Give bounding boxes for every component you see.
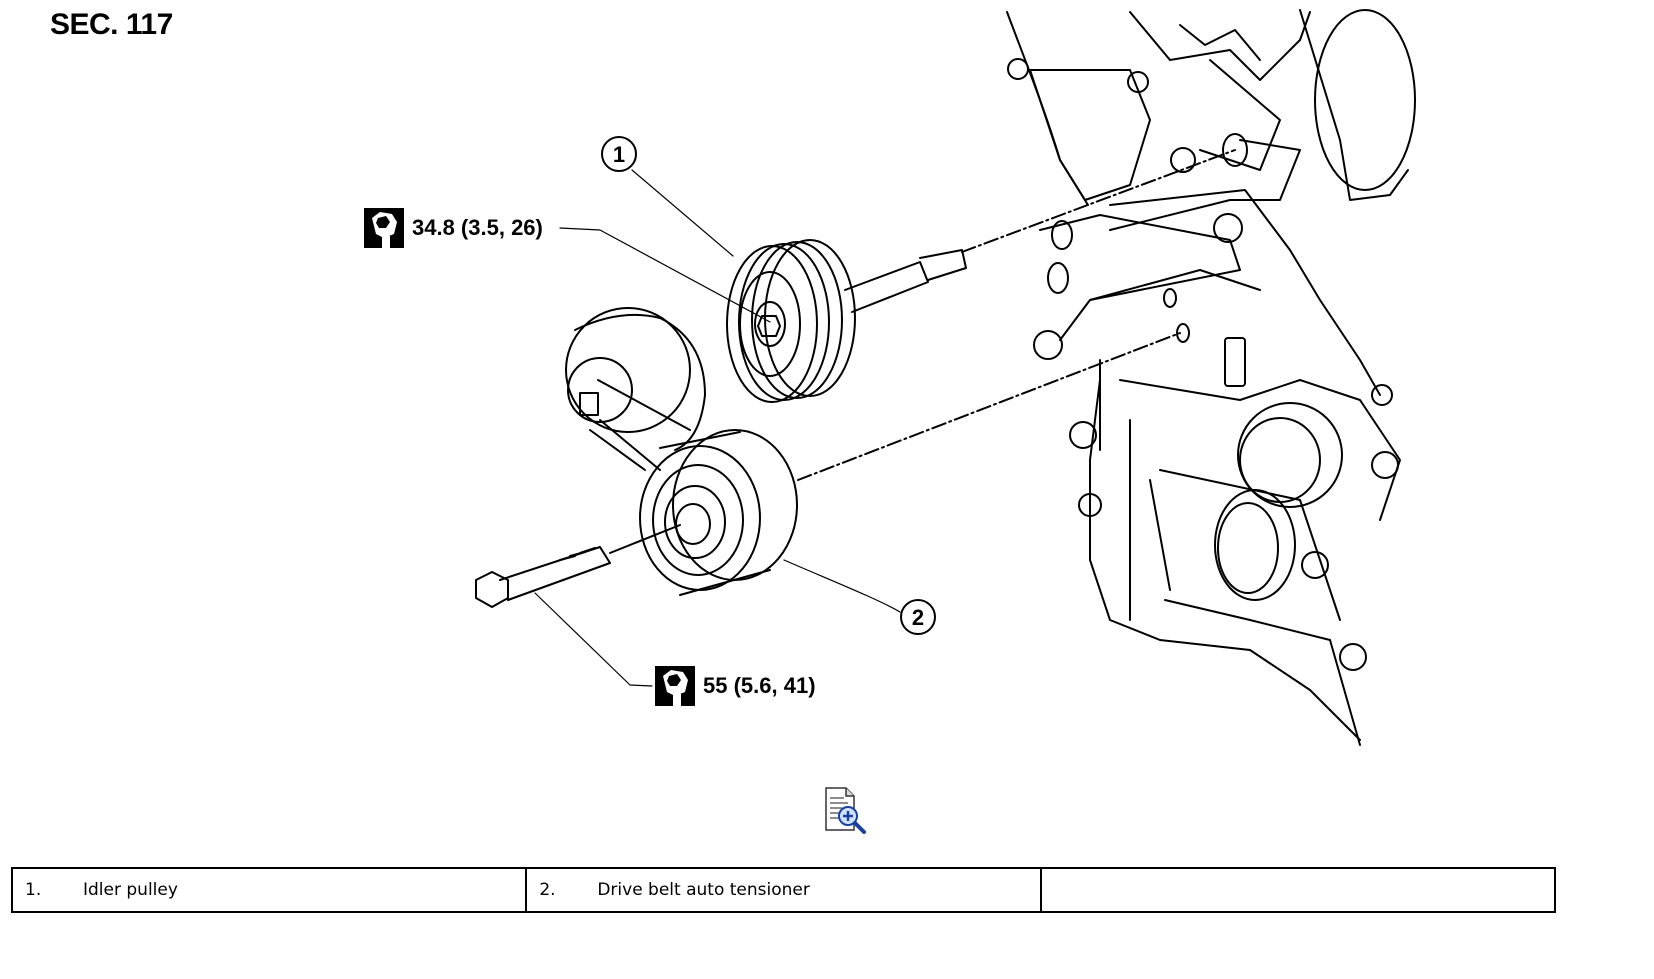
legend-label: Idler pulley (83, 880, 178, 900)
leader-lines (534, 169, 901, 687)
legend-cell: 2. Drive belt auto tensioner (525, 867, 1042, 913)
engine-front-cover (1006, 9, 1416, 746)
section-title: SEC. 117 (50, 8, 173, 41)
torque-wrench-icon (655, 666, 695, 706)
callout-2-label: 2 (912, 605, 924, 630)
legend-table: 1. Idler pulley 2. Drive belt auto tension… (10, 867, 1557, 913)
torque-value-lower: 55 (5.6, 41) (703, 673, 816, 698)
table-row: 1. Idler pulley 2. Drive belt auto tension… (10, 867, 1557, 913)
callout-circle-1 (601, 136, 637, 172)
legend-label: Drive belt auto tensioner (597, 880, 810, 900)
legend-number: 2. (539, 880, 556, 900)
callout-1-label: 1 (613, 142, 625, 167)
zoom-document-icon[interactable] (824, 786, 868, 834)
torque-wrench-icon (364, 208, 404, 248)
legend-cell (1039, 867, 1557, 913)
torque-spec-upper: 34.8 (3.5, 26) (364, 208, 543, 248)
cover-bolts (1007, 58, 1399, 671)
exploded-view-diagram: 1 2 (475, 9, 1416, 746)
torque-spec-lower: 55 (5.6, 41) (655, 666, 816, 706)
callout-circle-2 (900, 599, 936, 635)
drive-belt-auto-tensioner (475, 307, 1181, 608)
legend-number: 1. (25, 880, 42, 900)
torque-value-upper: 34.8 (3.5, 26) (412, 215, 543, 240)
legend-cell: 1. Idler pulley (10, 867, 528, 913)
idler-pulley (726, 149, 1236, 403)
